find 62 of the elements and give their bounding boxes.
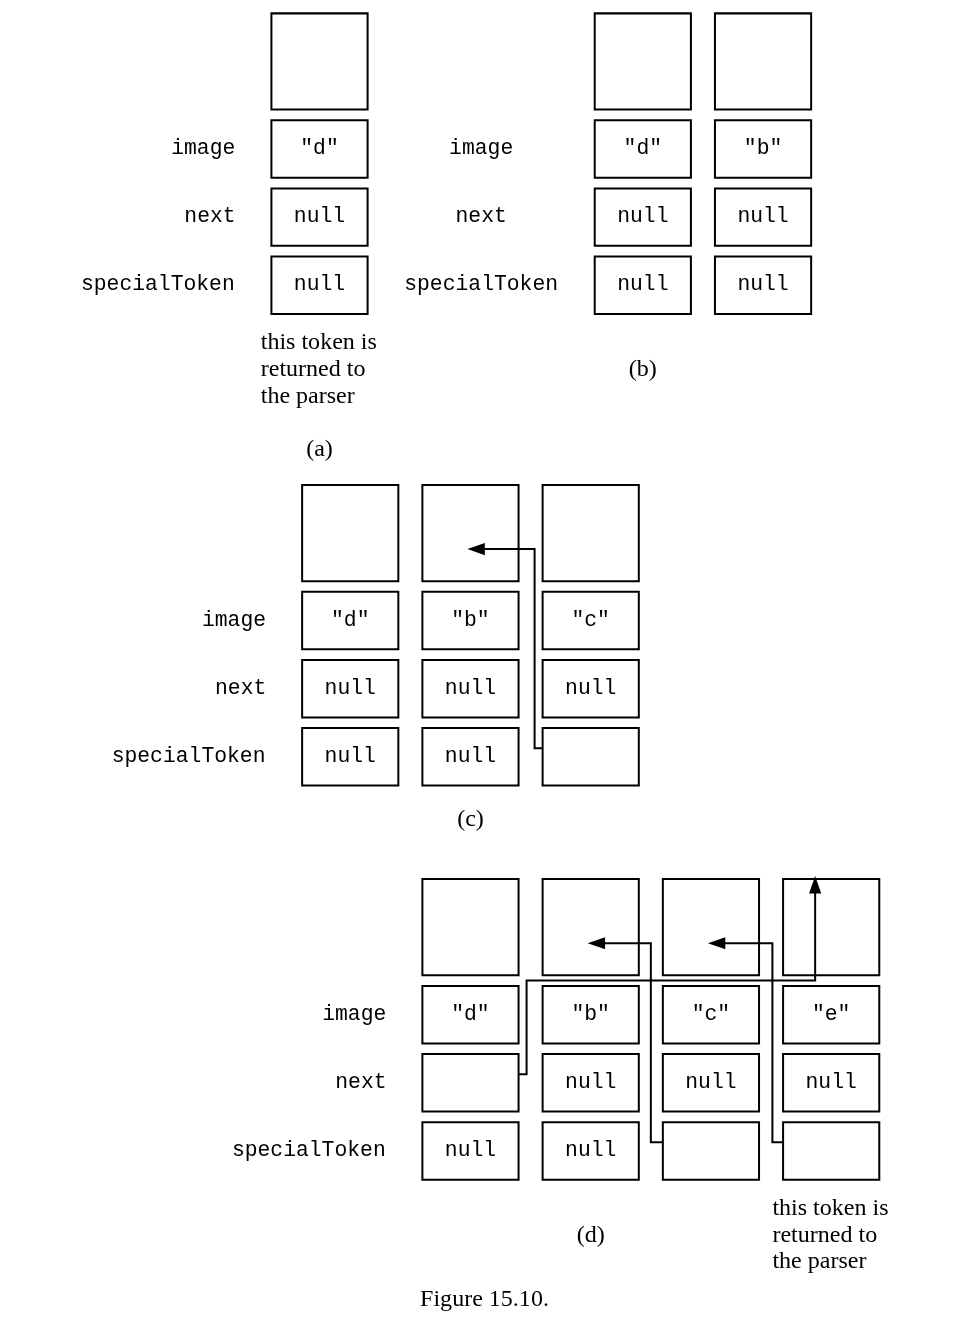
node-box: null (270, 255, 369, 315)
node-box: null (421, 1121, 520, 1181)
label: this token is returned to the parser (772, 1193, 889, 1274)
node-box: null (301, 659, 400, 719)
node-box: null (421, 727, 520, 787)
node-box: null (593, 187, 692, 247)
label: image (322, 1001, 387, 1026)
label: image (201, 607, 267, 632)
node-box: null (270, 187, 369, 247)
node-box: null (541, 1053, 640, 1113)
label: this token is returned to the parser (260, 328, 377, 408)
node-box: null (541, 659, 640, 719)
arrow (587, 937, 664, 1144)
label: specialToken (111, 743, 266, 768)
label: (c) (457, 805, 484, 832)
node-box: null (713, 255, 813, 315)
arrow (467, 543, 544, 750)
node-box (593, 12, 692, 111)
node-box: "c" (541, 590, 640, 651)
node-box (782, 1121, 881, 1181)
node-box: null (541, 1121, 640, 1181)
label: (a) (306, 435, 333, 462)
label: next (184, 204, 236, 229)
node-box (661, 878, 761, 977)
node-box: "c" (661, 984, 761, 1045)
node-box: null (593, 255, 692, 315)
node-box (421, 484, 520, 583)
caption: Figure 15.10. (420, 1284, 549, 1311)
node-box (541, 727, 640, 787)
node-box: "b" (541, 984, 640, 1045)
node-box: "d" (421, 984, 520, 1045)
node-box (541, 484, 640, 583)
node-box: "d" (301, 590, 400, 651)
label: specialToken (404, 272, 559, 297)
label: image (171, 136, 236, 161)
node-box: null (713, 187, 813, 247)
label: next (455, 204, 507, 229)
node-box: "e" (782, 984, 881, 1045)
node-box: null (421, 659, 520, 719)
label: image (449, 136, 514, 161)
label: specialToken (231, 1138, 386, 1163)
node-box (421, 1053, 520, 1113)
label: (d) (576, 1220, 605, 1247)
node-box: null (782, 1053, 881, 1113)
label: (b) (628, 354, 657, 381)
node-box (661, 1121, 761, 1181)
node-box (421, 878, 520, 977)
node-box: null (301, 727, 400, 787)
node-box (270, 12, 369, 111)
label: next (335, 1069, 387, 1094)
arrow (707, 937, 784, 1144)
node-box: null (661, 1053, 761, 1113)
node-box: "d" (593, 119, 692, 179)
label: next (215, 675, 267, 700)
node-box: "d" (270, 119, 369, 179)
label: specialToken (80, 272, 235, 297)
node-box: "b" (421, 590, 520, 651)
arrow (517, 876, 822, 1076)
node-box (541, 878, 640, 977)
node-box (301, 484, 400, 583)
node-box (713, 12, 813, 111)
node-box: "b" (713, 119, 813, 179)
